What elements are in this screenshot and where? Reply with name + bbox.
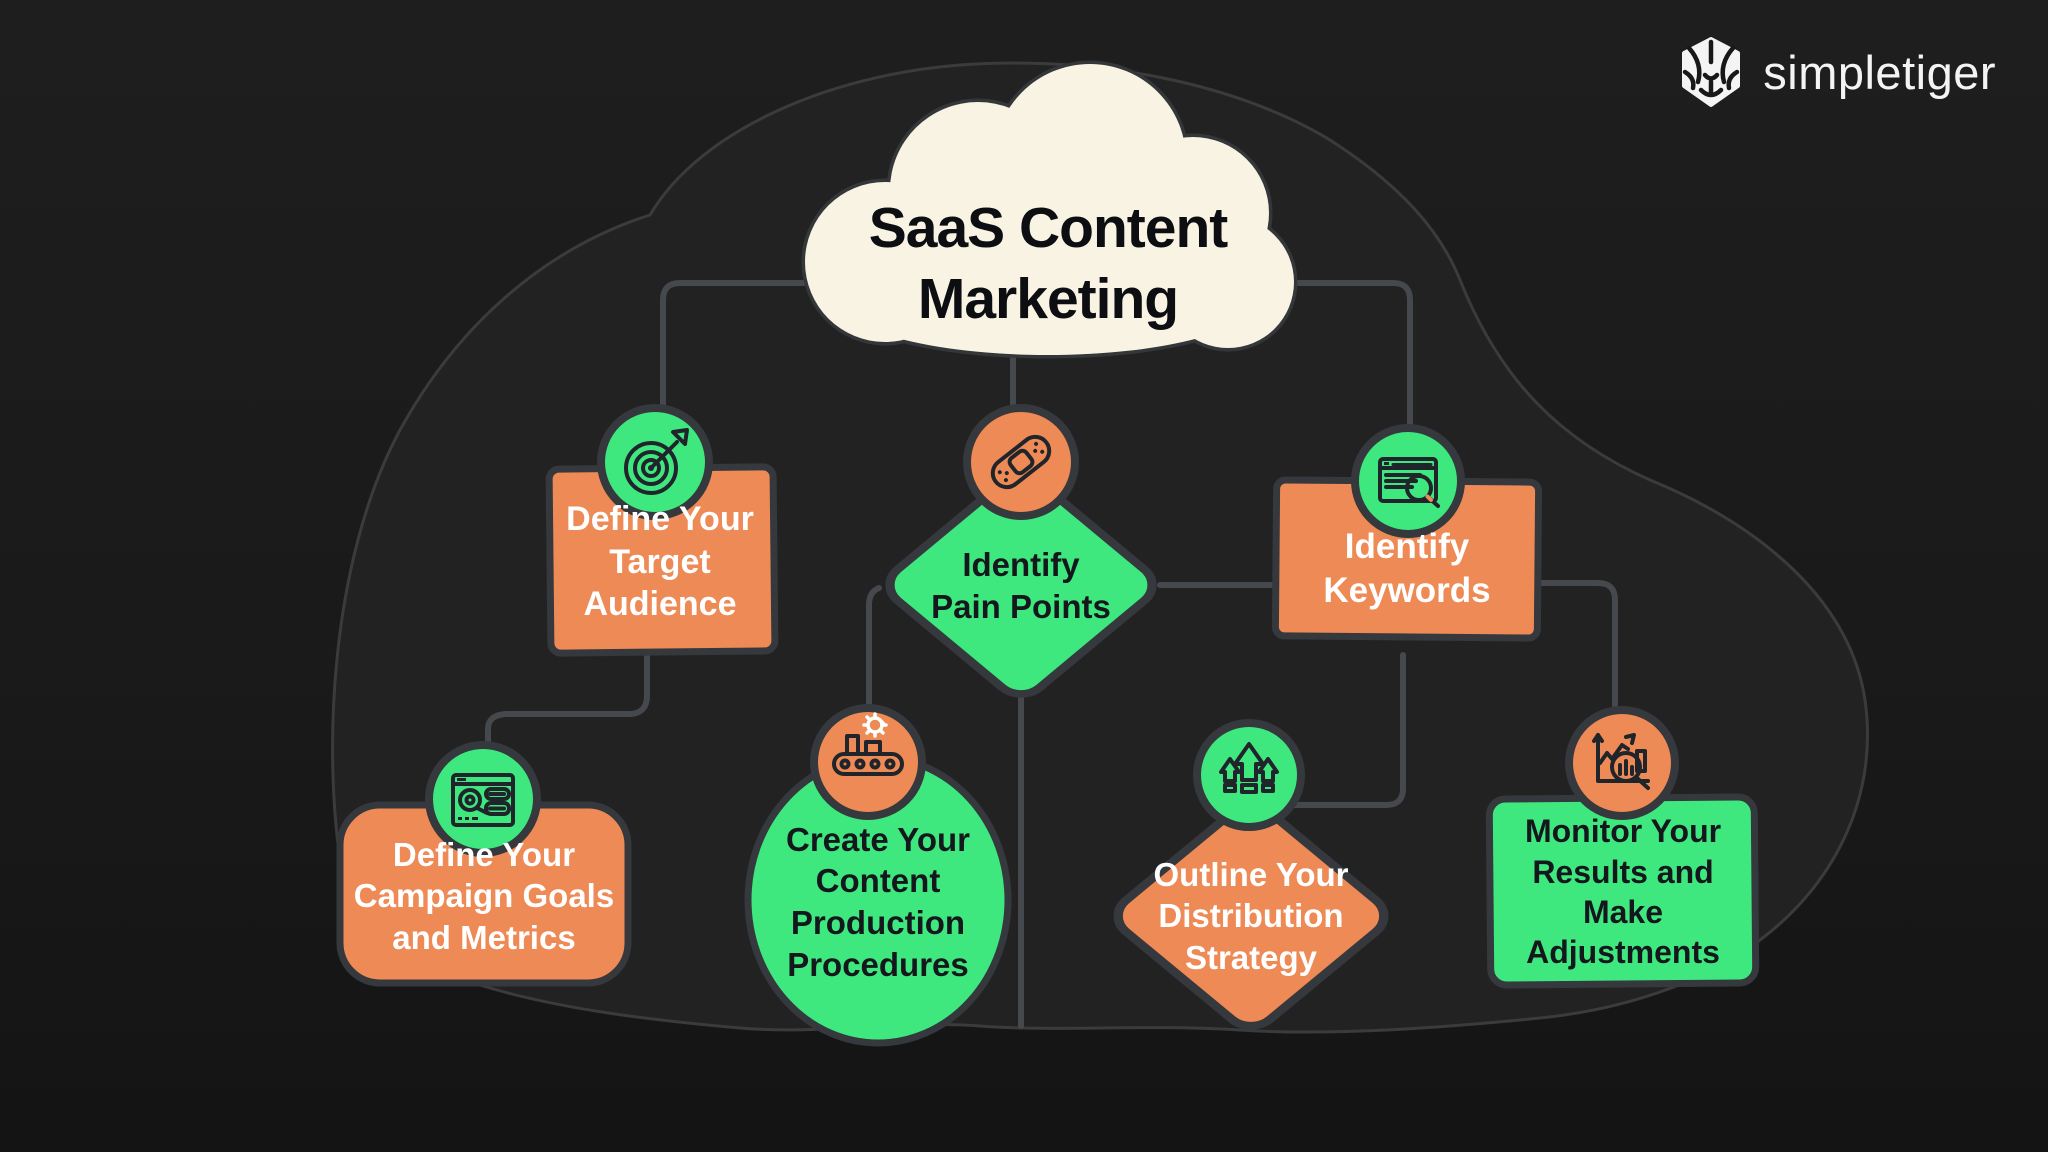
bandage-icon-circle [963,404,1079,520]
node-label-outline-distribution: Outline Your Distribution Strategy [1153,855,1349,976]
connector-cloud-to-target-audience [660,280,873,428]
brand-logo: simpletiger [1675,34,1996,110]
growth-arrows-icon [1219,742,1279,794]
webpage-magnifier-icon [1378,457,1440,508]
connector-cloud-to-keywords [1227,280,1413,433]
node-label-monitor-results: Monitor Your Results and Make Adjustment… [1524,813,1722,971]
bandage-icon [990,434,1052,490]
connector-lines [485,280,1618,1029]
icon-circles [425,404,1679,857]
lion-icon [1682,37,1741,107]
growth-arrows-icon-circle [1193,719,1305,831]
node-shape-pain-points [885,472,1157,698]
node-shape-distribution-strategy [1113,802,1389,1030]
diagram-title: SaaS Content Marketing [868,195,1229,331]
brand-name: simpletiger [1763,45,1996,99]
icon-glyphs [451,428,1650,827]
chart-magnifier-icon-circle [1565,706,1679,820]
connector-keywords-to-distribution [1291,652,1406,808]
target-arrow-icon [624,428,689,495]
chart-magnifier-icon [1592,733,1650,790]
node-label-define-target-audience: Define Your Target Audience [566,499,754,624]
node-label-identify-pain-points: Identify Pain Points [931,546,1111,625]
kpi-dashboard-icon [451,773,515,827]
connector-audience-to-campaign-goals [485,647,650,755]
conveyor-gear-icon-circle [810,704,926,820]
connector-keywords-to-monitor [1535,580,1618,718]
node-label-create-content-production: Create Your Content Production Procedure… [785,820,970,983]
cloud-shape [801,60,1298,359]
conveyor-gear-icon [832,712,904,776]
node-label-identify-keywords: Identify Keywords [1323,526,1491,610]
node-label-define-campaign-goals: Define Your Campaign Goals and Metrics [353,835,615,956]
connector-pain-points-to-production [866,585,882,718]
